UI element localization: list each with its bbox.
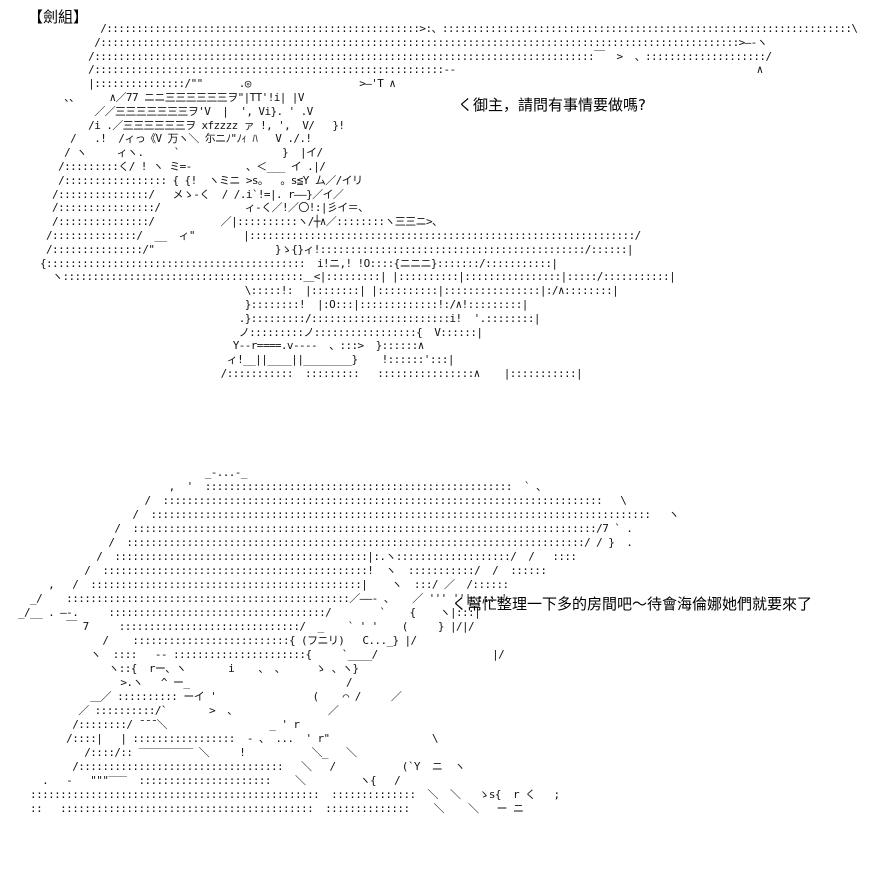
dialogue-line-1: く御主，請問有事情要做嗎?: [458, 96, 646, 114]
art-line: /::::::::/ ̄ ̄ ̄ ＼ _ ' r: [18, 718, 300, 731]
art-line: / ::::::::::::::::::::::::::{ (フニリ) C...…: [18, 634, 417, 647]
art-line: . - """‾‾‾ :::::::::::::::::::::: ＼ ヽ{ /: [18, 774, 401, 787]
art-line: {:::::::::::::::::::::::::::::::::::::::…: [40, 256, 558, 270]
art-line: /:::::::::::::::/" }ゝ{}ィ!:::::::::::::::…: [40, 242, 634, 256]
art-line: \:::::!: |::::::::| |::::::::::|::::::::…: [40, 284, 619, 298]
art-line: /:::::::::::::::::::::::::::::::::: ＼ / …: [18, 760, 465, 773]
art-line: /::::/:: ‾‾‾‾‾‾‾‾‾ ＼ ! ＼_ ＼: [18, 746, 357, 759]
art-line: / ::::::::::::::::::::::::::::::::::::::…: [18, 522, 633, 535]
art-line: / ::::::::::::::::::::::::::::::::::::::…: [18, 494, 627, 507]
art-line: .}:::::::::/:::::::::::::::::::::::i! '.…: [40, 311, 541, 325]
art-line: / ヽ ィヽ. ` } |イ/: [40, 146, 323, 160]
art-line: /i .／三三三三三三ヲ xfzzzz ァ !, ', V/ }!: [40, 118, 345, 132]
art-line: /::::::::::: ::::::::: ::::::::::::::::∧…: [40, 366, 583, 380]
art-line: ィ!__||____||________} !::::::':::|: [40, 353, 455, 367]
art-line: /::::::::::::::::/ ィ-く／!／〇!:|彡イ＝、: [40, 201, 369, 215]
art-line: ヽ:::::::::::::::::::::::::::::::::::::::…: [40, 270, 676, 284]
art-line: }::::::::! |:O:::|:::::::::::::!:/∧!::::…: [40, 297, 529, 311]
art-line: ::::::::::::::::::::::::::::::::::::::::…: [18, 788, 560, 801]
art-line: ヽ::{ rー、ヽ i 、 、 ゝ 、ヽ}: [18, 662, 359, 675]
ascii-art-character-saluting: /:::::::::::::::::::::::::::::::::::::::…: [40, 22, 858, 462]
art-line: ＿／ :::::::::: ーイ ' ( ⌒ / ／: [18, 690, 402, 703]
art-line: , / ::::::::::::::::::::::::::::::::::::…: [18, 578, 509, 591]
art-line: ／／三三三三三三三ヲ'V | ', Vi}. ' .V: [40, 104, 313, 118]
art-line: /:::::::::::::::/ ／|::::::::::ヽ/┼∧／:::::…: [40, 215, 443, 229]
art-line: Y--r====.v---- 、:::> }::::::∧: [40, 339, 425, 353]
art-line: /:::::::::::::::::::::::::::::::::::::::…: [40, 22, 858, 35]
art-line: / ::::::::::::::::::::::::::::::::::::::…: [18, 550, 577, 563]
art-line: /::::::::::::::::: { {! ヽミニ >s。 。s≦Y ム／/…: [40, 173, 363, 187]
ascii-art-character-blushing: _-...-_ , ' ::::::::::::::::::::::::::::…: [18, 466, 679, 891]
art-line: , ' ::::::::::::::::::::::::::::::::::::…: [18, 480, 547, 493]
art-line: ／ ::::::::::/` > 、 ／: [18, 704, 339, 717]
art-line: ノ:::::::::ノ:::::::::::::::::{ V::::::|: [40, 325, 483, 339]
art-line: ヽ :::: -- ::::::::::::::::::::::{ `____/…: [18, 648, 505, 661]
art-line: /:::::::::::::::::::::::::::::::::::::::…: [40, 63, 763, 77]
art-line: :: :::::::::::::::::::::::::::::::::::::…: [18, 802, 524, 815]
art-line: /::::| | ::::::::::::::::: - 、 ... ' r" …: [18, 732, 438, 745]
art-line: >.ヽ ^ ー_ /: [18, 676, 352, 689]
art-line: /:::::::::::::::::::::::::::::::::::::::…: [40, 35, 768, 49]
art-line: / ::::::::::::::::::::::::::::::::::::::…: [18, 564, 547, 577]
dialogue-line-2: く幫忙整理一下多的房間吧～待會海倫娜她們就要來了: [452, 595, 813, 613]
art-line: _-...-_: [18, 466, 248, 479]
art-line: ￣ 7 ::::::::::::::::::::::::::::::/ _ ` …: [18, 620, 475, 633]
art-line: /:::::::::::::::::::::::::::::::::::::::…: [40, 49, 772, 63]
art-line: _/ :::::::::::::::::::::::::::::::::::::…: [18, 592, 507, 605]
art-line: /:::::::::::::::/ メゝ-く / /.i`!=|. r――}／イ…: [40, 187, 344, 201]
art-line: 、、 ∧／77 ニニ三三三三三三ヲ"|TT'!i| |V: [40, 90, 304, 104]
art-line: / ::::::::::::::::::::::::::::::::::::::…: [18, 536, 633, 549]
art-line: /::::::::::::::/ __ ィ" |::::::::::::::::…: [40, 228, 641, 242]
art-line: |:::::::::::::::/"" .◎ >―'T ∧: [40, 77, 396, 91]
art-line: / ::::::::::::::::::::::::::::::::::::::…: [18, 508, 679, 521]
art-line: / .! /ィっ《V 万ヽ＼ 尓ニﾉ"ﾉｨ ﾊ V ./.!: [40, 132, 312, 146]
art-line: /:::::::::く/ ! ヽ ミ=- 、＜___ イ .|/: [40, 159, 326, 173]
section-label: 【劍組】: [28, 8, 89, 26]
art-line: _/__ . ―-. :::::::::::::::::::::::::::::…: [18, 606, 481, 619]
